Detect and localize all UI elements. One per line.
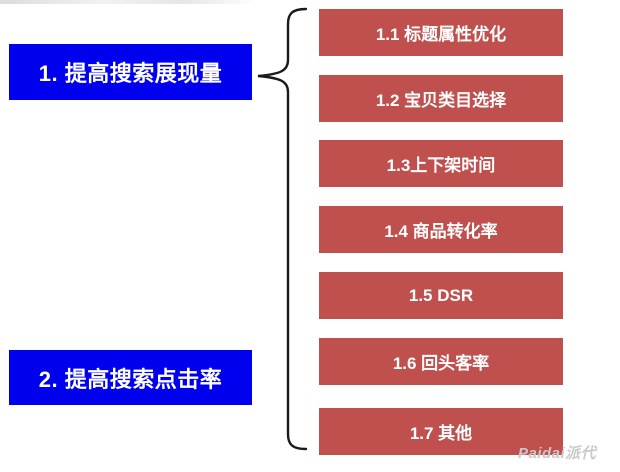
item-repeat-customer-rate[interactable]: 1.6 回头客率 bbox=[319, 338, 563, 385]
paidai-watermark: Paidai派代 bbox=[518, 445, 597, 462]
item-conversion-rate[interactable]: 1.4 商品转化率 bbox=[319, 206, 563, 253]
brace-path bbox=[257, 7, 308, 451]
item-category-selection[interactable]: 1.2 宝贝类目选择 bbox=[319, 75, 563, 122]
item-other[interactable]: 1.7 其他 bbox=[319, 408, 563, 455]
curly-brace bbox=[257, 7, 308, 451]
item-dsr[interactable]: 1.5 DSR bbox=[319, 272, 563, 319]
item-label: 1.3上下架时间 bbox=[386, 156, 496, 175]
item-label: 1.7 其他 bbox=[409, 424, 473, 443]
category-label: 2. 提高搜索点击率 bbox=[38, 366, 223, 392]
category-label: 1. 提高搜索展现量 bbox=[38, 61, 223, 86]
item-label: 1.4 商品转化率 bbox=[384, 222, 498, 241]
item-label: 1.5 DSR bbox=[408, 285, 474, 305]
category-search-exposure[interactable]: 1. 提高搜索展现量 bbox=[9, 44, 252, 100]
category-search-ctr[interactable]: 2. 提高搜索点击率 bbox=[9, 350, 252, 405]
item-listing-time[interactable]: 1.3上下架时间 bbox=[319, 140, 563, 187]
item-title-attribute-optimization[interactable]: 1.1 标题属性优化 bbox=[319, 9, 563, 56]
item-label: 1.2 宝贝类目选择 bbox=[375, 91, 507, 110]
item-label: 1.1 标题属性优化 bbox=[375, 25, 507, 44]
item-label: 1.6 回头客率 bbox=[392, 354, 490, 373]
